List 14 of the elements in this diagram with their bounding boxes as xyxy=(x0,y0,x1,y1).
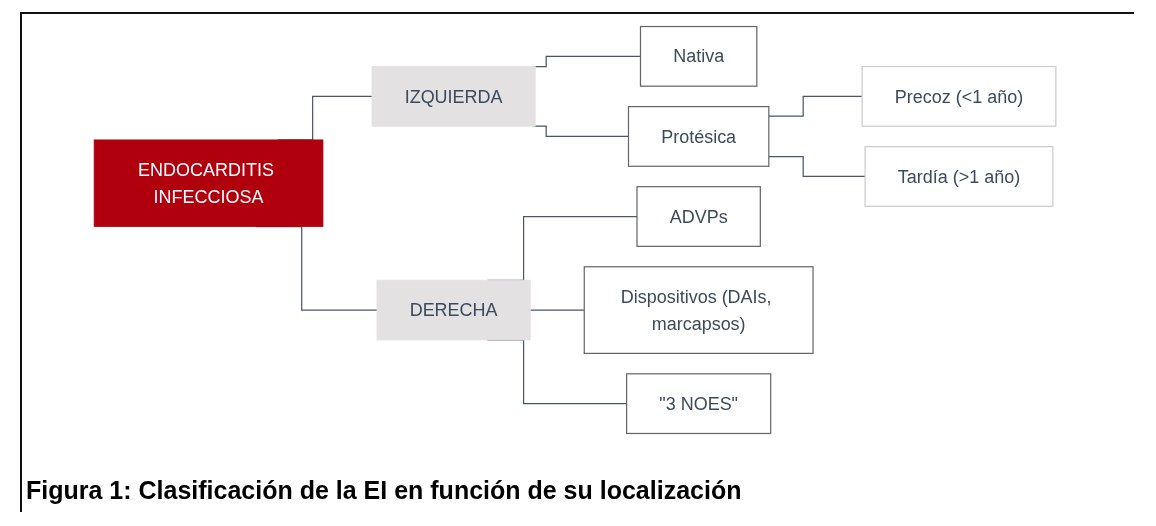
node-box: Precoz (<1 año) xyxy=(861,65,1057,127)
node-box: Tardía (>1 año) xyxy=(864,146,1054,207)
connector xyxy=(768,156,866,178)
connector xyxy=(529,309,585,311)
node-box: IZQUIERDA xyxy=(371,66,536,127)
node-box: Protésica xyxy=(627,106,770,167)
node-box: ADVPs xyxy=(636,186,761,247)
node-box: ENDOCARDITIS INFECCIOSA xyxy=(93,139,324,227)
node-box: Nativa xyxy=(639,25,758,87)
figure-caption: Figura 1: Clasificación de la EI en función de su localización xyxy=(26,476,742,505)
node-box: DERECHA xyxy=(376,279,531,341)
node-box: "3 NOES" xyxy=(626,373,772,435)
connector xyxy=(768,95,863,117)
node-box: Dispositivos (DAIs, marcapsos) xyxy=(583,266,814,354)
